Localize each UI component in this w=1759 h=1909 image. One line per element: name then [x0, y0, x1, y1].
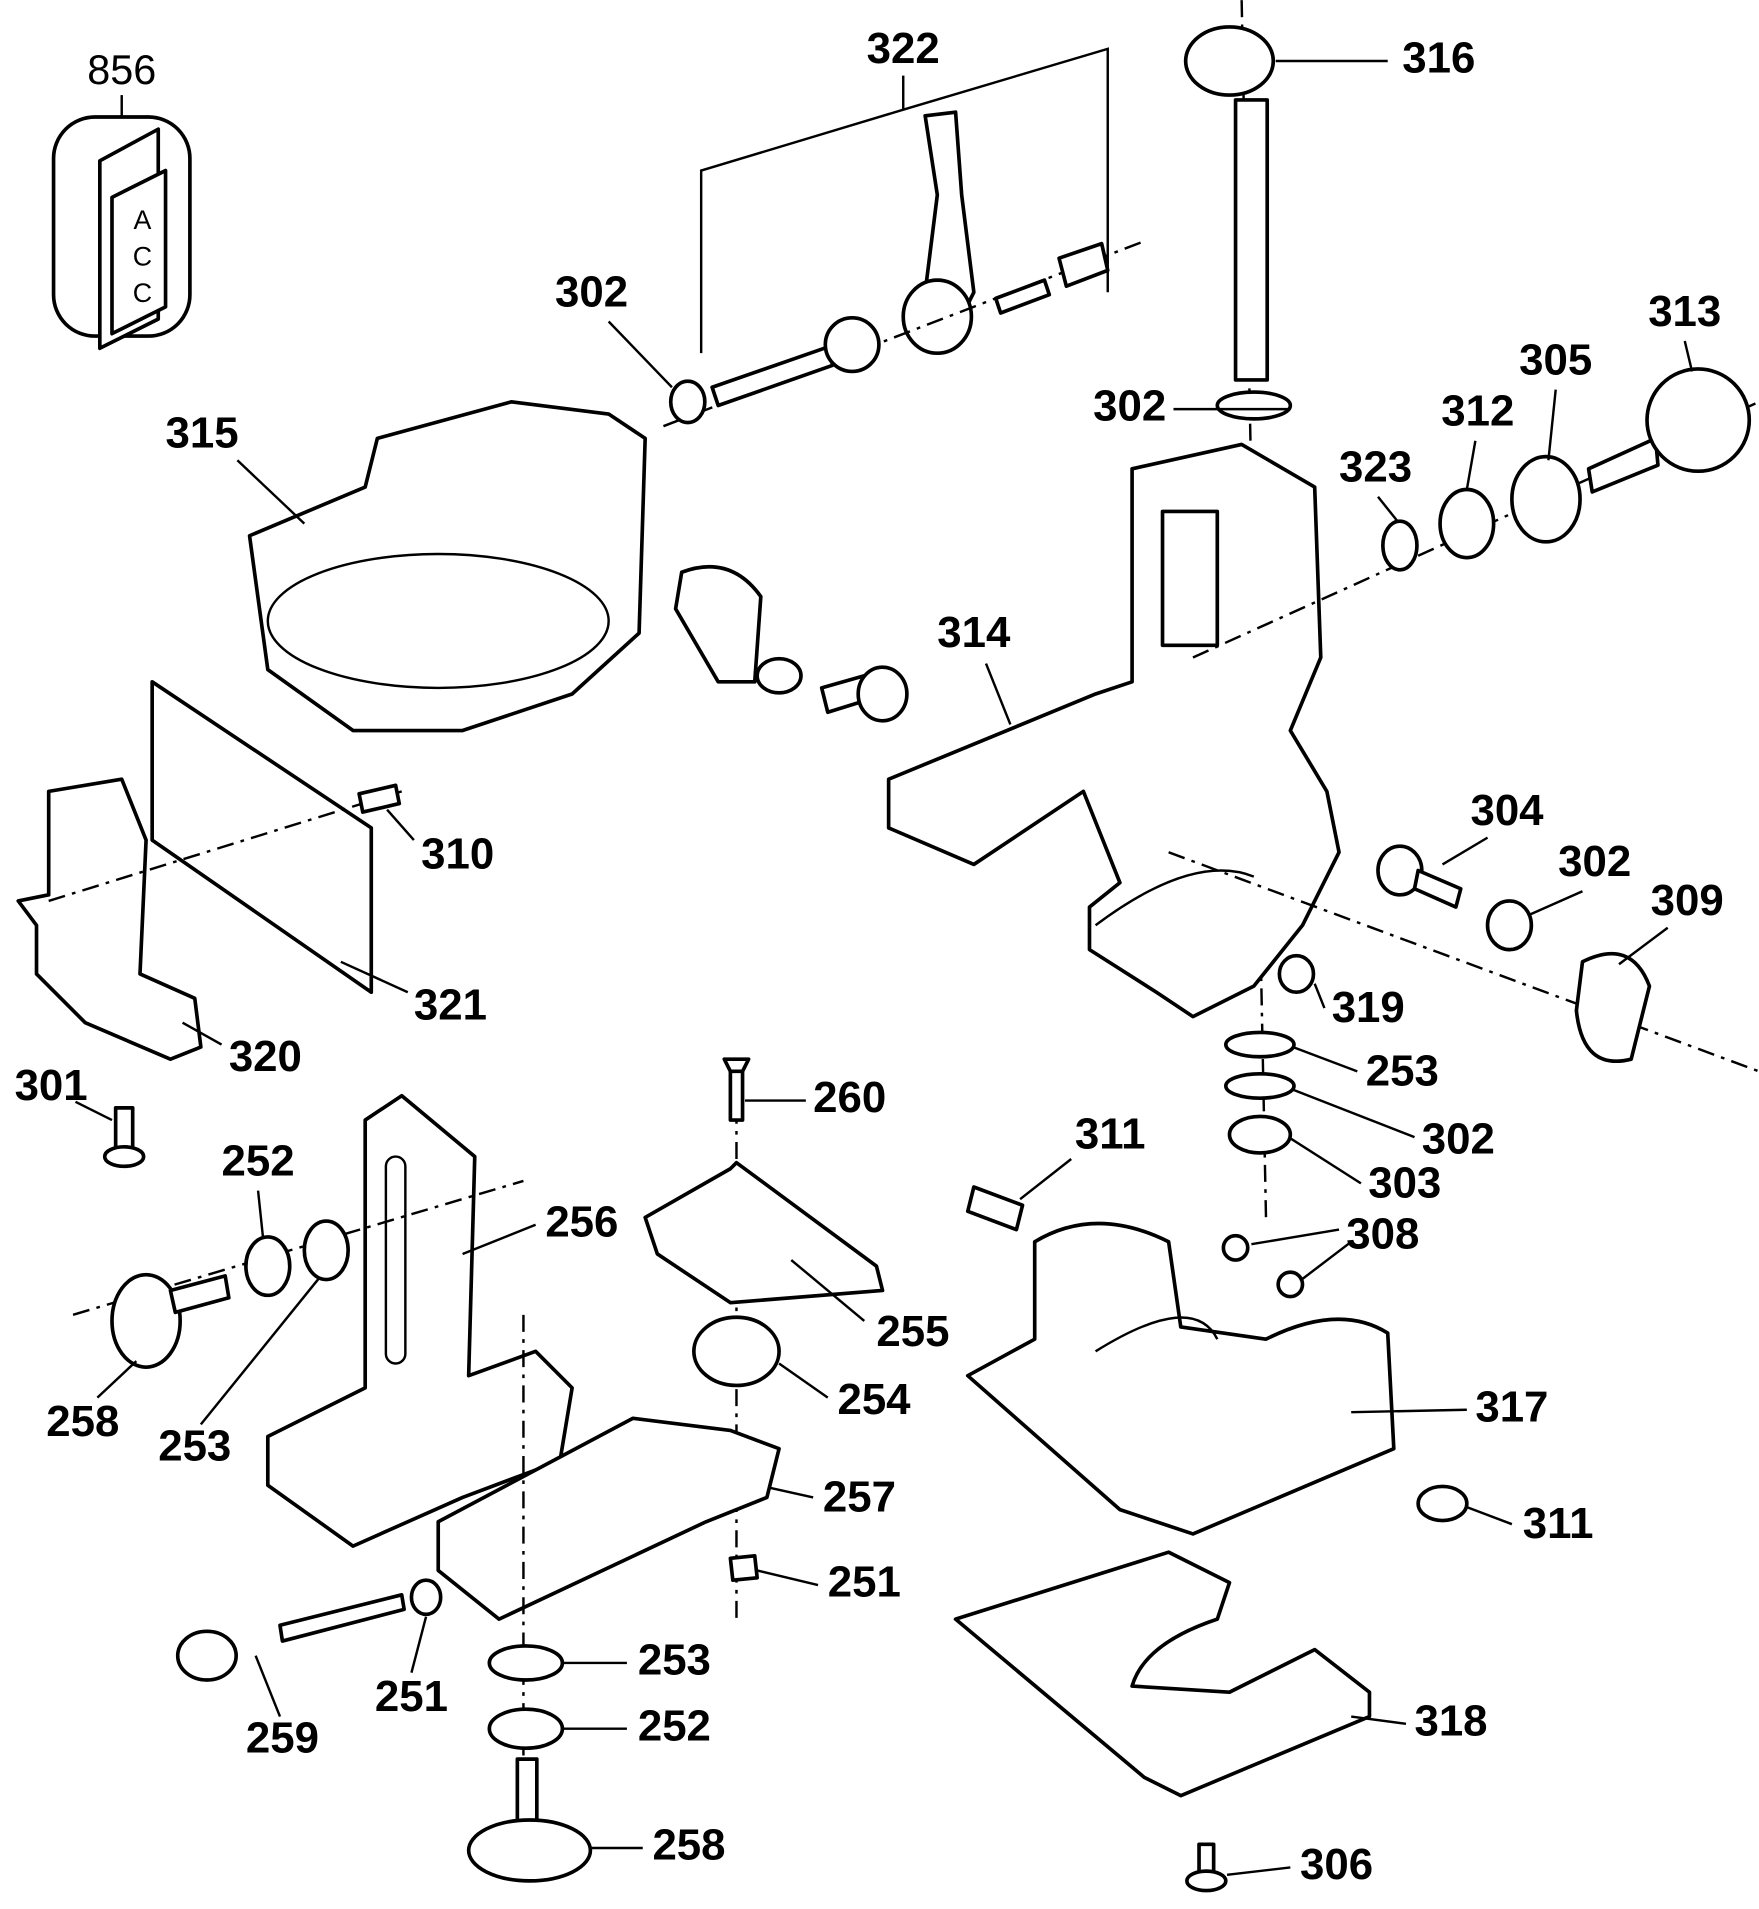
leader-lines [74, 59, 1694, 1876]
part-label: 309 [1651, 876, 1724, 925]
part-label: 257 [823, 1472, 896, 1521]
leader-line [1465, 440, 1477, 490]
leader-line [256, 1190, 265, 1238]
leader-line [1299, 1240, 1352, 1282]
leader-line [1251, 1228, 1340, 1246]
part-label: 317 [1475, 1382, 1548, 1431]
badge-letter: C [133, 278, 152, 308]
part-label: 323 [1339, 443, 1412, 492]
leader-line [790, 1259, 866, 1322]
part-drawings [16, 0, 1759, 1893]
part-label: 310 [421, 830, 494, 879]
leader-line [1351, 1715, 1407, 1726]
part-label: 305 [1519, 335, 1592, 384]
leader-line [1019, 1158, 1072, 1201]
part-label: 253 [638, 1636, 711, 1685]
leader-line [1292, 1045, 1358, 1073]
leader-line [386, 808, 415, 841]
leader-line [181, 1021, 223, 1046]
leader-line [410, 1616, 428, 1674]
leader-line [96, 1360, 138, 1399]
part-label: 313 [1648, 287, 1721, 336]
accessory-badge-856: 856 A C C [51, 47, 192, 351]
part-label: 301 [15, 1061, 88, 1110]
part-label: 302 [1422, 1115, 1495, 1164]
part-label: 302 [1093, 382, 1166, 431]
part-label: 311 [1523, 1499, 1594, 1548]
part-label: 308 [1346, 1209, 1419, 1258]
badge-letter: A [133, 205, 151, 235]
leader-line [607, 320, 673, 389]
leader-line [1618, 926, 1669, 966]
leader-line [1547, 389, 1557, 461]
part-label: 316 [1402, 34, 1475, 83]
part-label: 253 [158, 1421, 231, 1470]
part-label: 255 [876, 1307, 949, 1356]
part-labels: 322 316 302 313 305 302 312 323 315 314 310 321 320 3… [15, 24, 1724, 1889]
part-label: 322 [867, 24, 940, 73]
part-label: 302 [1558, 837, 1631, 886]
part-label: 302 [555, 267, 628, 316]
part-label: 251 [375, 1672, 448, 1721]
part-label: 306 [1300, 1840, 1373, 1889]
leader-line [756, 1569, 819, 1587]
leader-line [236, 459, 306, 525]
part-label: 251 [828, 1558, 901, 1607]
leader-line [1292, 1088, 1415, 1139]
part-label: 253 [1366, 1046, 1439, 1095]
leader-line [1683, 340, 1694, 372]
part-label: 311 [1075, 1110, 1146, 1159]
leader-line [1527, 890, 1583, 917]
part-label: 303 [1368, 1158, 1441, 1207]
part-label: 258 [652, 1821, 725, 1870]
leader-line [1466, 1506, 1513, 1526]
part-label: 260 [813, 1073, 886, 1122]
part-label: 314 [937, 608, 1011, 657]
leader-line [778, 1362, 829, 1399]
part-label-856: 856 [87, 47, 156, 93]
part-label: 318 [1414, 1696, 1487, 1745]
leader-line [462, 1223, 537, 1256]
badge-letter: C [133, 242, 152, 272]
part-label: 252 [638, 1701, 711, 1750]
leader-line [254, 1655, 282, 1717]
leader-line [1377, 496, 1399, 522]
leader-line [199, 1277, 320, 1426]
part-label: 321 [414, 981, 487, 1030]
part-label: 304 [1470, 786, 1544, 835]
leader-line [1441, 836, 1489, 866]
leader-line [1351, 1408, 1467, 1414]
leader-line [1313, 983, 1326, 1009]
part-label: 252 [222, 1136, 295, 1185]
part-label: 315 [166, 409, 239, 458]
part-label: 256 [545, 1197, 618, 1246]
part-label: 259 [246, 1713, 319, 1762]
leader-line [1226, 1866, 1291, 1876]
part-label: 312 [1441, 387, 1514, 436]
part-label: 258 [46, 1397, 119, 1446]
leader-line [984, 663, 1012, 725]
leader-line [769, 1486, 814, 1499]
leader-line [1289, 1137, 1362, 1185]
leader-line [340, 960, 409, 994]
part-label: 319 [1332, 983, 1405, 1032]
part-label: 254 [837, 1375, 911, 1424]
part-label: 320 [229, 1032, 302, 1081]
leader-line [74, 1100, 113, 1122]
